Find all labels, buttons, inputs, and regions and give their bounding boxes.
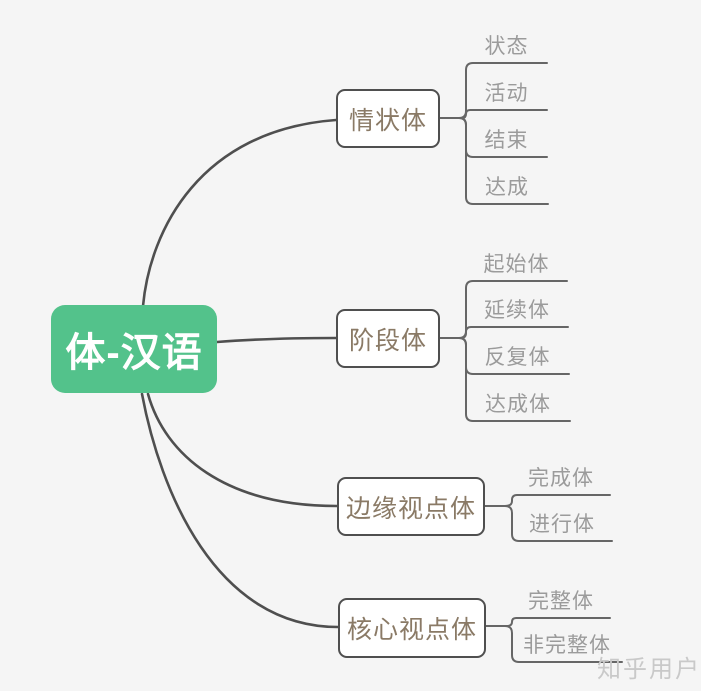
leaf-topic[interactable]: 完整体 [528, 590, 594, 613]
branch-topic-situation-aspect[interactable]: 情状体 [336, 89, 440, 148]
leaf-topic[interactable]: 达成 [485, 176, 529, 199]
branch-topic-core-viewpoint-aspect[interactable]: 核心视点体 [338, 598, 486, 658]
link-branch4-leaf2 [485, 625, 623, 663]
branch-topic-phase-aspect[interactable]: 阶段体 [336, 309, 440, 368]
link-branch3-leaf2 [484, 505, 613, 542]
leaf-topic[interactable]: 延续体 [484, 299, 550, 322]
link-branch2-leaf4 [439, 337, 571, 422]
branch-topic-peripheral-viewpoint-aspect[interactable]: 边缘视点体 [337, 477, 485, 536]
leaf-topic[interactable]: 起始体 [483, 253, 550, 276]
link-root-to-branch-1 [141, 118, 338, 308]
link-branch4-leaf1 [485, 617, 611, 627]
link-branch1-leaf2 [439, 109, 548, 119]
link-root-to-branch-3 [146, 392, 339, 508]
link-branch3-leaf1 [484, 494, 611, 507]
leaf-topic[interactable]: 进行体 [529, 513, 595, 536]
leaf-topic[interactable]: 结束 [484, 129, 529, 152]
leaf-topic[interactable]: 非完整体 [523, 634, 611, 657]
leaf-topic[interactable]: 达成体 [485, 393, 551, 416]
link-root-to-branch-2 [215, 336, 338, 344]
zhihu-user-watermark: 知乎用户 [597, 656, 701, 683]
link-branch2-leaf2 [439, 326, 569, 339]
leaf-topic[interactable]: 反复体 [484, 346, 551, 369]
leaf-topic[interactable]: 完成体 [528, 467, 594, 490]
link-root-to-branch-4 [140, 392, 340, 629]
root-topic[interactable]: 体-汉语 [51, 305, 217, 393]
link-branch1-leaf4 [439, 117, 549, 205]
leaf-topic[interactable]: 活动 [484, 82, 529, 105]
leaf-topic[interactable]: 状态 [484, 35, 529, 58]
